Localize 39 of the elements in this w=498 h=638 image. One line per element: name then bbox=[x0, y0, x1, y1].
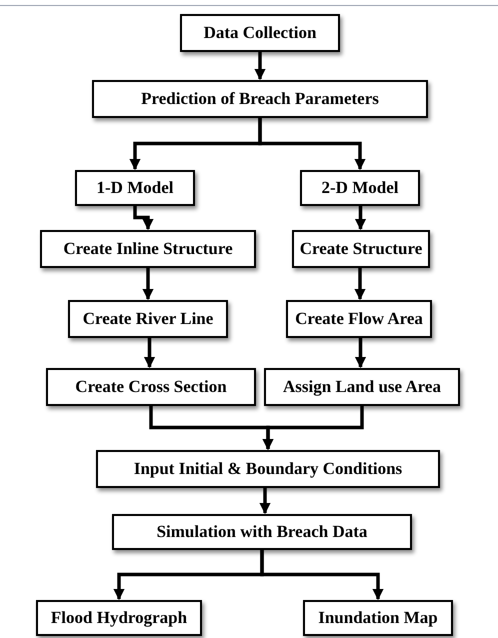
box-label: 1-D Model bbox=[96, 177, 174, 199]
box-label: Create Structure bbox=[300, 238, 422, 260]
process-box bbox=[46, 368, 256, 406]
box-label: Assign Land use Area bbox=[283, 376, 441, 398]
process-box bbox=[40, 230, 256, 268]
box-label: Create Flow Area bbox=[295, 308, 423, 330]
box-label: Create Cross Section bbox=[75, 376, 227, 398]
process-box bbox=[68, 300, 228, 338]
arrow bbox=[133, 206, 154, 230]
arrow bbox=[259, 488, 271, 514]
process-box bbox=[180, 14, 340, 52]
process-box bbox=[92, 80, 428, 118]
arrow bbox=[354, 338, 366, 368]
box-label: Input Initial & Boundary Conditions bbox=[134, 458, 402, 480]
box-label: Simulation with Breach Data bbox=[156, 521, 368, 543]
box-label: Inundation Map bbox=[318, 607, 438, 629]
box-label: 2-D Model bbox=[322, 177, 398, 199]
process-box bbox=[286, 300, 432, 338]
arrow bbox=[258, 118, 366, 170]
box-label: Create River Line bbox=[82, 308, 214, 330]
arrow bbox=[254, 52, 266, 80]
arrow bbox=[142, 268, 154, 300]
arrow bbox=[354, 268, 366, 300]
box-label: Prediction of Breach Parameters bbox=[141, 88, 379, 110]
process-box bbox=[264, 368, 460, 406]
process-box bbox=[75, 170, 195, 206]
process-box bbox=[300, 170, 420, 206]
arrow bbox=[260, 550, 384, 600]
arrow bbox=[262, 406, 364, 450]
process-box bbox=[292, 230, 430, 268]
box-label: Create Inline Structure bbox=[63, 238, 233, 260]
process-box bbox=[303, 600, 453, 636]
box-label: Data Collection bbox=[204, 22, 316, 44]
arrow bbox=[144, 338, 156, 368]
process-box bbox=[112, 514, 412, 550]
arrow bbox=[354, 206, 366, 230]
process-box bbox=[96, 450, 440, 488]
process-box bbox=[36, 600, 202, 636]
box-label: Flood Hydrograph bbox=[50, 607, 188, 629]
